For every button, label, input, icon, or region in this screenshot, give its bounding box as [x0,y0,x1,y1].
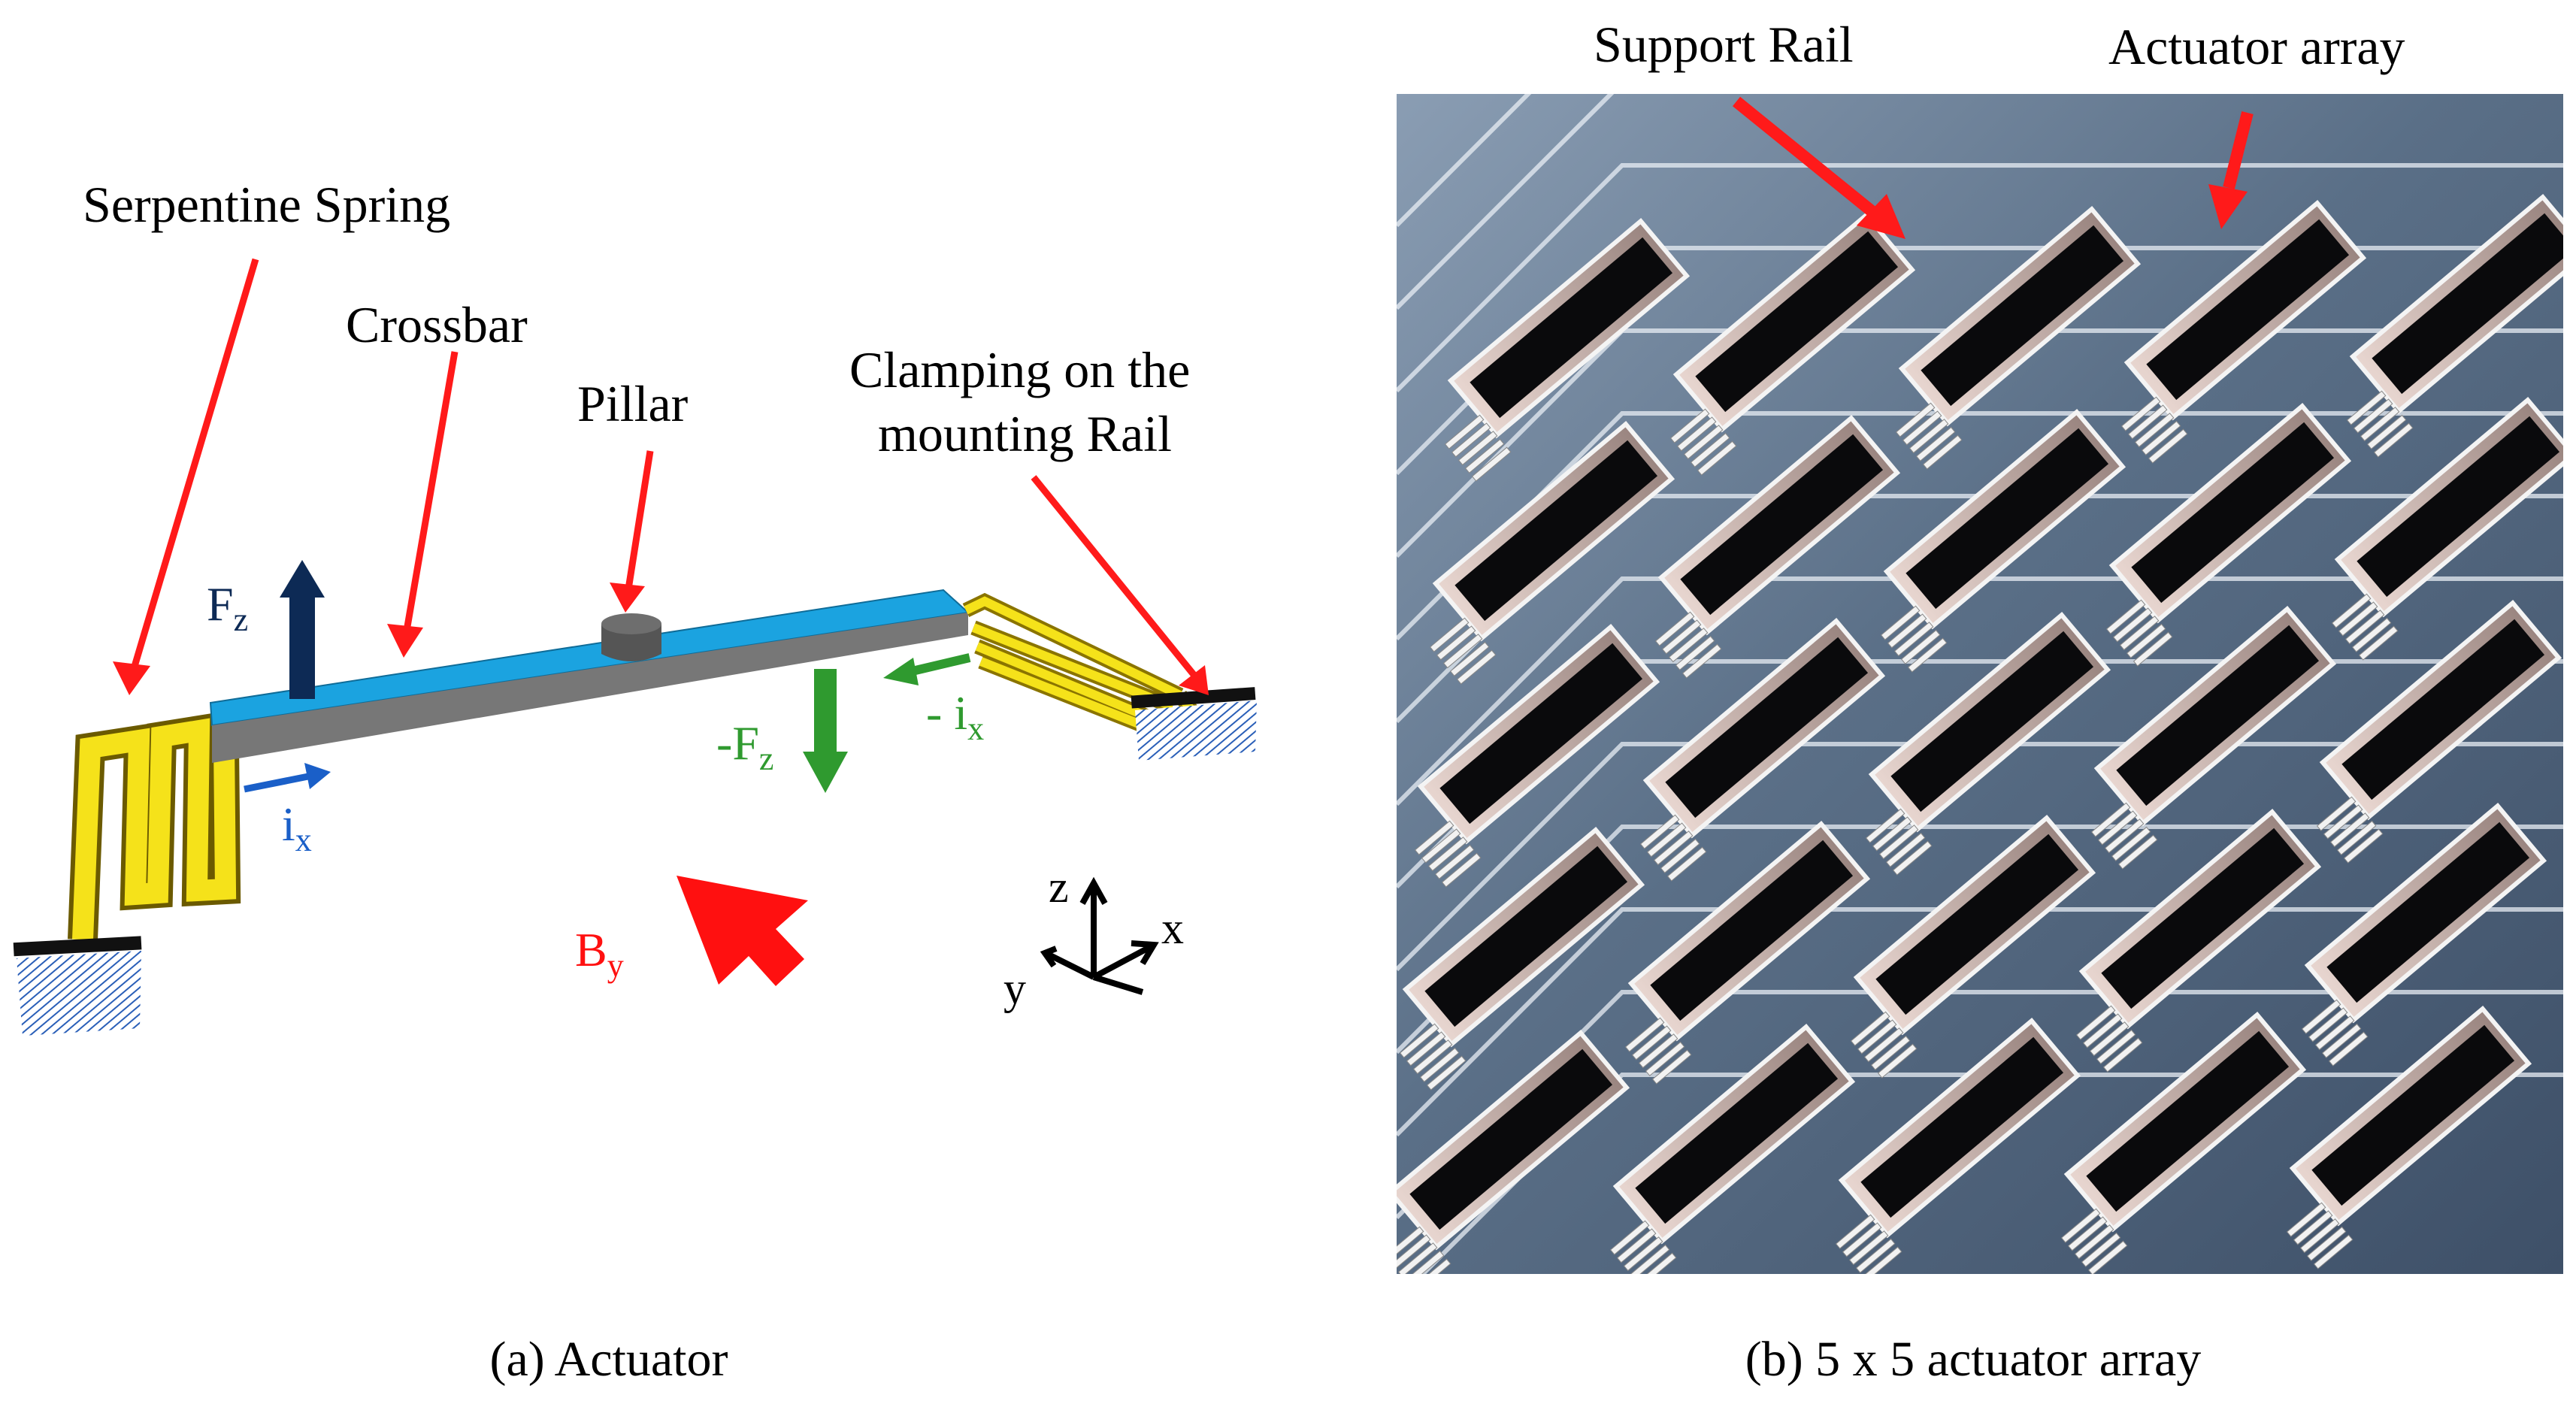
actuator-cell [1444,218,1691,482]
spring-pad [1895,402,1963,470]
serpentine-spring-label: Serpentine Spring [83,176,450,233]
left-clamp [13,936,142,1036]
actuator-cell [1429,421,1675,685]
actuator-cell [2286,1006,2532,1269]
spring-pad [1669,408,1737,476]
ix-label: ix [282,797,312,858]
actuator-cell [2105,403,2352,667]
actuator-array-photo: Support Rail Actuator array (b) 5 x 5 ac… [1397,16,2563,1387]
array-annotation-arrows [1732,96,2254,239]
axis-y-label: y [1003,964,1026,1013]
crossbar-annotation-arrow [402,351,459,636]
spring-pad [2331,593,2399,661]
actuator-cell [2331,397,2563,661]
neg-fz-label: -Fz [716,716,773,777]
actuator-cell [1835,1018,2081,1274]
pillar-annotation-arrow [624,450,654,595]
spring-pad [1880,605,1948,673]
right-clamp [1131,687,1257,761]
wiring-trace [1419,1073,2563,1274]
support-rail-arrow [1732,96,1880,219]
crossbar-label: Crossbar [346,296,528,353]
spring-pad [1865,808,1933,876]
clamping-label-line1: Clamping on the [849,341,1190,398]
pillar-label: Pillar [577,375,689,432]
array-cells [1397,94,2563,1274]
actuator-diagram: Serpentine Spring Crossbar Pillar Clampi… [13,176,1257,1387]
by-label: By [575,923,624,984]
spring-pad [1429,617,1497,685]
annotation-arrows [113,258,1209,695]
fz-up-arrow [280,560,325,699]
panel-b-caption: (b) 5 x 5 actuator array [1745,1332,2202,1387]
actuator-cell [1399,827,1645,1091]
serpentine-spring-left [68,713,241,940]
actuator-cell [2060,1012,2307,1274]
spring-pad [2301,999,2369,1067]
wiring-trace [1397,94,1615,310]
by-field-arrow [677,876,808,986]
actuator-array-label: Actuator array [2108,18,2405,75]
serpentine-spring-right [962,592,1197,733]
actuator-cell [2075,809,2322,1073]
actuator-cell [1609,1024,1856,1274]
actuator-cell [2120,200,2367,464]
spring-pad [1624,1017,1692,1085]
actuator-cell [2301,803,2547,1067]
actuator-cell [1397,1030,1630,1274]
spring-pad [2120,396,2188,464]
wiring-trace [1397,576,2563,806]
wiring-trace [1397,907,2563,1137]
spring-pad [2060,1208,2128,1274]
pillar [601,613,661,661]
spring-pad [1399,1023,1467,1091]
wiring-trace [1397,94,1532,228]
wiring-trace [1397,742,2563,972]
spring-pad [2316,796,2384,864]
clamping-label-line2: mounting Rail [878,405,1172,462]
fz-label: Fz [207,577,248,638]
actuator-cell [2090,606,2337,870]
actuator-cell [1850,815,2096,1079]
spring-pad [1397,1226,1451,1274]
actuator-cell [1624,821,1871,1085]
actuator-cell [1895,206,2142,470]
spring-pad [2105,599,2173,667]
spring-pad [2075,1005,2143,1073]
spring-pad [1414,820,1482,888]
axis-triad [1040,876,1159,995]
spring-pad [1444,414,1512,482]
spring-pad [1654,611,1722,679]
actuator-cell [1654,415,1901,679]
spring-pad [1639,814,1707,882]
actuator-cell [1414,624,1660,888]
actuator-cell [1880,409,2126,673]
spring-pad [2090,802,2158,870]
spring-pad [1609,1220,1677,1274]
spring-annotation-arrow [128,258,259,678]
actuator-cell [1669,212,1916,476]
spring-pad [1850,1011,1918,1079]
neg-fz-down-arrow [803,669,848,793]
axis-x-label: x [1161,903,1184,953]
actuator-array-arrow [2223,111,2254,189]
wiring-trace [1397,163,2563,393]
panel-a-caption: (a) Actuator [489,1332,728,1387]
neg-ix-arrow [883,653,971,685]
spring-pad [2286,1202,2354,1269]
axis-z-label: z [1049,862,1069,912]
neg-ix-label: - ix [926,686,984,747]
spring-pad [1835,1214,1902,1274]
support-rail-label: Support Rail [1594,16,1854,73]
actuator-cell [1865,612,2111,876]
ix-arrow [244,763,331,793]
crossbar [209,589,970,763]
actuator-cell [2346,194,2563,458]
clamping-annotation-arrow [1031,475,1198,679]
spring-pad [2346,390,2414,458]
actuator-cell [1639,618,1886,882]
actuator-cell [2316,600,2562,864]
